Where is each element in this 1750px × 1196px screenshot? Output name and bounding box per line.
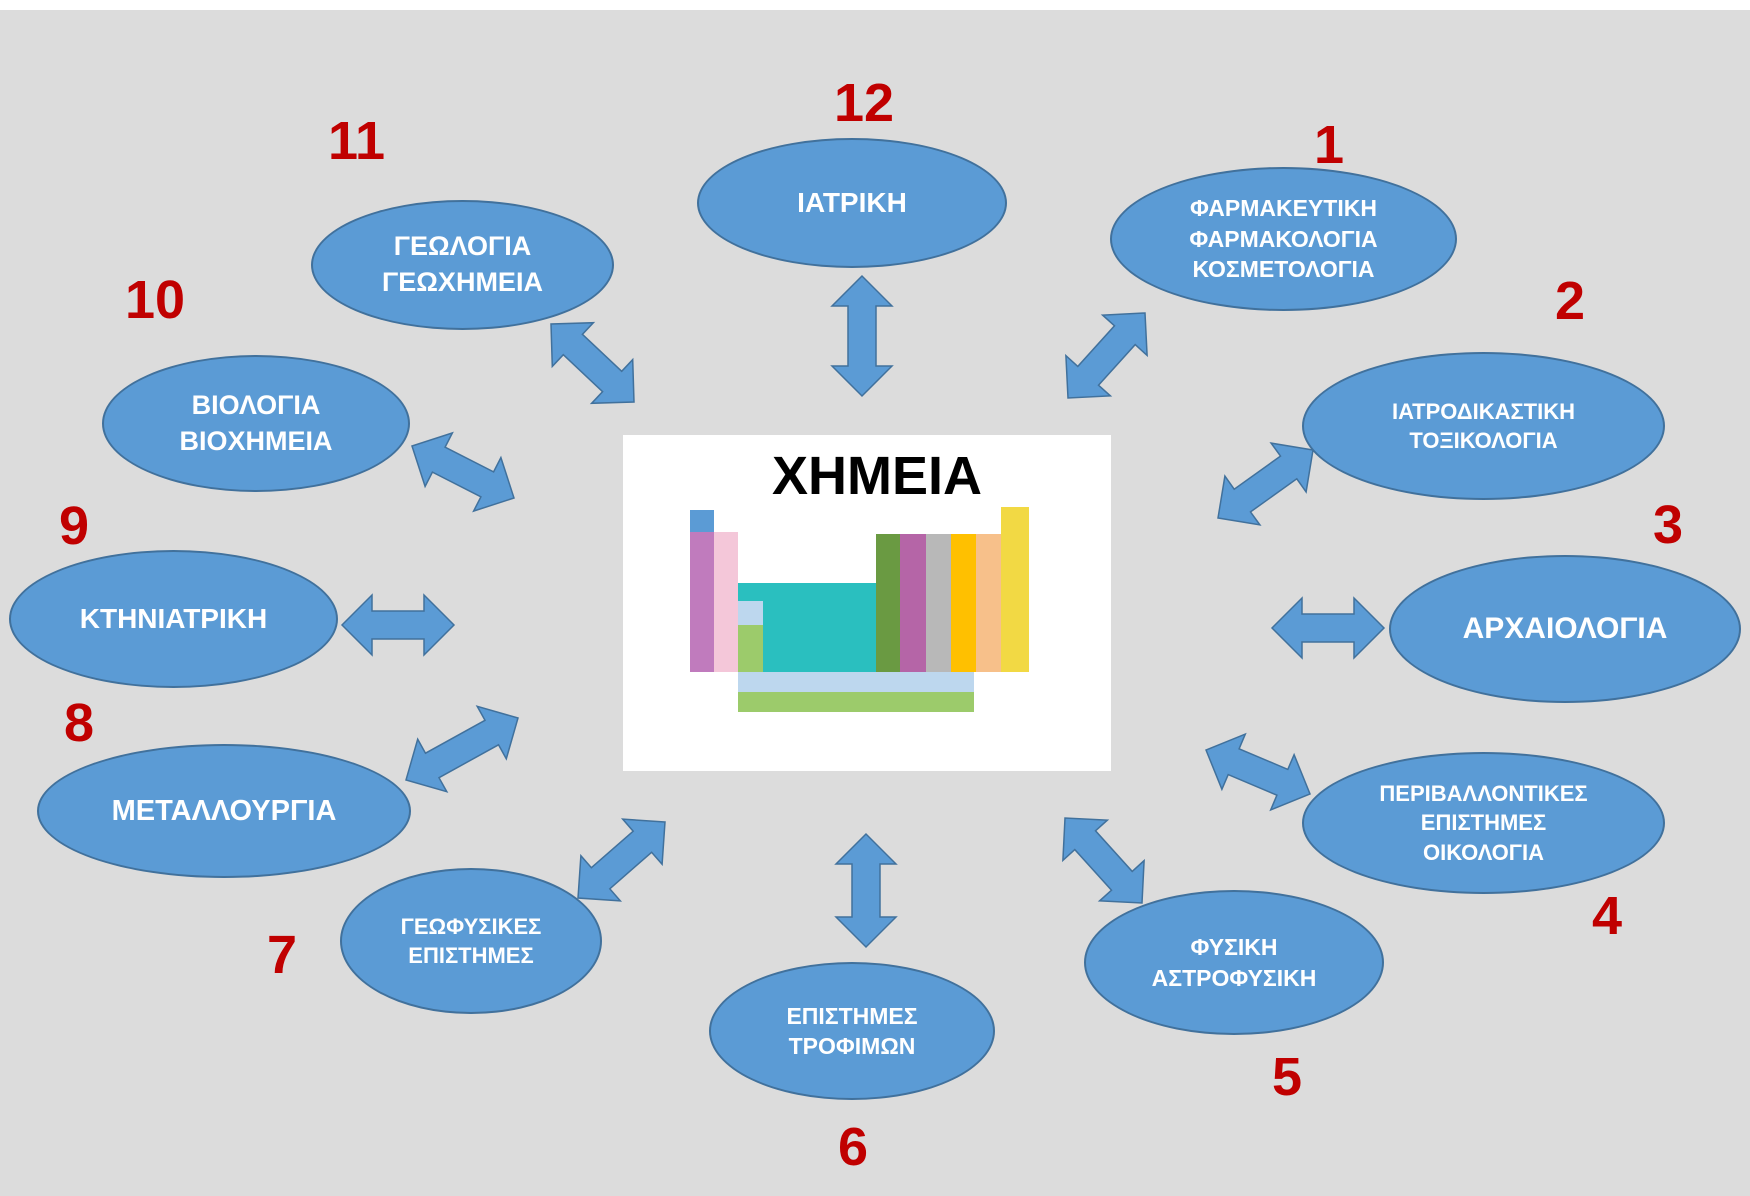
field-10-label: ΒΙΟΛΟΓΙΑ ΒΙΟΧΗΜΕΙΑ: [179, 389, 333, 456]
field-11-label: ΓΕΩΛΟΓΙΑ ΓΕΩΧΗΜΕΙΑ: [382, 231, 543, 297]
double-arrow-7: [834, 832, 898, 949]
field-9-number: 9: [59, 496, 90, 556]
periodic-block-8: [900, 534, 926, 672]
ellipse-field-7: ΓΕΩΦΥΣΙΚΕΣ ΕΠΙΣΤΗΜΕΣ: [340, 868, 602, 1014]
field-10-number: 10: [125, 270, 186, 330]
field-5-label: ΦΥΣΙΚΗ ΑΣΤΡΟΦΥΣΙΚΗ: [1151, 934, 1317, 991]
double-arrow-11: [411, 431, 515, 513]
periodic-block-5: [738, 625, 763, 672]
double-arrow-1: [830, 274, 894, 398]
periodic-block-14: [738, 692, 974, 712]
field-6-label: ΕΠΙΣΤΗΜΕΣ ΤΡΟΦΙΜΩΝ: [786, 1002, 918, 1059]
ellipse-field-2: ΙΑΤΡΟΔΙΚΑΣΤΙΚΗ ΤΟΞΙΚΟΛΟΓΙΑ: [1302, 352, 1665, 500]
field-1-label: ΦΑΡΜΑΚΕΥΤΙΚΗ ΦΑΡΜΑΚΟΛΟΓΙΑ ΚΟΣΜΕΤΟΛΟΓΙΑ: [1189, 195, 1378, 283]
field-8-label: ΜΕΤΑΛΛΟΥΡΓΙΑ: [111, 794, 337, 827]
field-7-number: 7: [267, 925, 298, 985]
field-12-number: 12: [834, 73, 895, 133]
field-7-label: ΓΕΩΦΥΣΙΚΕΣ ΕΠΙΣΤΗΜΕΣ: [400, 913, 542, 968]
double-arrow-5: [1205, 732, 1311, 812]
field-2-label: ΙΑΤΡΟΔΙΚΑΣΤΙΚΗ ΤΟΞΙΚΟΛΟΓΙΑ: [1391, 398, 1576, 453]
field-6-number: 6: [838, 1117, 869, 1177]
field-12-label: ΙΑΤΡΙΚΗ: [797, 186, 907, 218]
periodic-block-2: [690, 532, 714, 672]
periodic-block-12: [1001, 507, 1029, 672]
ellipse-field-3: ΑΡΧΑΙΟΛΟΓΙΑ: [1389, 555, 1741, 703]
center-box: ΧΗΜΕΙΑ: [623, 435, 1111, 771]
ellipse-field-8: ΜΕΤΑΛΛΟΥΡΓΙΑ: [37, 744, 411, 878]
ellipse-field-11: ΓΕΩΛΟΓΙΑ ΓΕΩΧΗΜΕΙΑ: [311, 200, 614, 330]
periodic-block-6: [738, 601, 763, 625]
arrows-layer: [340, 274, 1386, 949]
field-3-label: ΑΡΧΑΙΟΛΟΓΙΑ: [1462, 612, 1668, 646]
double-arrow-4: [1270, 596, 1386, 660]
ellipse-field-9: ΚΤΗΝΙΑΤΡΙΚΗ: [9, 550, 338, 688]
field-3-number: 3: [1653, 495, 1684, 555]
ellipse-field-10: ΒΙΟΛΟΓΙΑ ΒΙΟΧΗΜΕΙΑ: [102, 355, 410, 492]
ellipse-field-4: ΠΕΡΙΒΑΛΛΟΝΤΙΚΕΣ ΕΠΙΣΤΗΜΕΣ ΟΙΚΟΛΟΓΙΑ: [1302, 752, 1665, 894]
ellipse-field-6: ΕΠΙΣΤΗΜΕΣ ΤΡΟΦΙΜΩΝ: [709, 962, 995, 1100]
periodic-block-10: [951, 534, 976, 672]
field-5-number: 5: [1272, 1047, 1303, 1107]
periodic-block-7: [876, 534, 900, 672]
field-4-label: ΠΕΡΙΒΑΛΛΟΝΤΙΚΕΣ ΕΠΙΣΤΗΜΕΣ ΟΙΚΟΛΟΓΙΑ: [1379, 781, 1588, 865]
field-9-label: ΚΤΗΝΙΑΤΡΙΚΗ: [79, 602, 268, 634]
double-arrow-8: [577, 818, 666, 902]
periodic-block-11: [976, 534, 1001, 672]
double-arrow-2: [1065, 312, 1148, 399]
ellipse-field-12: ΙΑΤΡΙΚΗ: [697, 138, 1007, 268]
center-title: ΧΗΜΕΙΑ: [771, 446, 982, 506]
field-1-number: 1: [1314, 115, 1345, 175]
periodic-block-9: [926, 534, 951, 672]
periodic-block-3: [714, 532, 738, 672]
field-8-number: 8: [64, 693, 95, 753]
field-4-number: 4: [1592, 886, 1623, 946]
double-arrow-12: [550, 321, 635, 405]
double-arrow-3: [1217, 442, 1314, 526]
double-arrow-6: [1062, 817, 1145, 904]
ellipse-field-5: ΦΥΣΙΚΗ ΑΣΤΡΟΦΥΣΙΚΗ: [1084, 890, 1384, 1035]
periodic-table-icon: [690, 507, 1029, 712]
double-arrow-10: [340, 593, 456, 657]
ellipse-field-1: ΦΑΡΜΑΚΕΥΤΙΚΗ ΦΑΡΜΑΚΟΛΟΓΙΑ ΚΟΣΜΕΤΟΛΟΓΙΑ: [1110, 167, 1457, 311]
double-arrow-9: [405, 705, 519, 793]
field-2-number: 2: [1555, 271, 1586, 331]
diagram-canvas: ΧΗΜΕΙΑ ΦΑΡΜΑΚΕΥΤΙΚΗ ΦΑΡΜΑΚΟΛΟΓΙΑ ΚΟΣΜΕΤΟ…: [0, 10, 1750, 1196]
periodic-block-1: [690, 510, 714, 532]
periodic-block-13: [738, 672, 974, 692]
field-11-number: 11: [328, 111, 386, 171]
